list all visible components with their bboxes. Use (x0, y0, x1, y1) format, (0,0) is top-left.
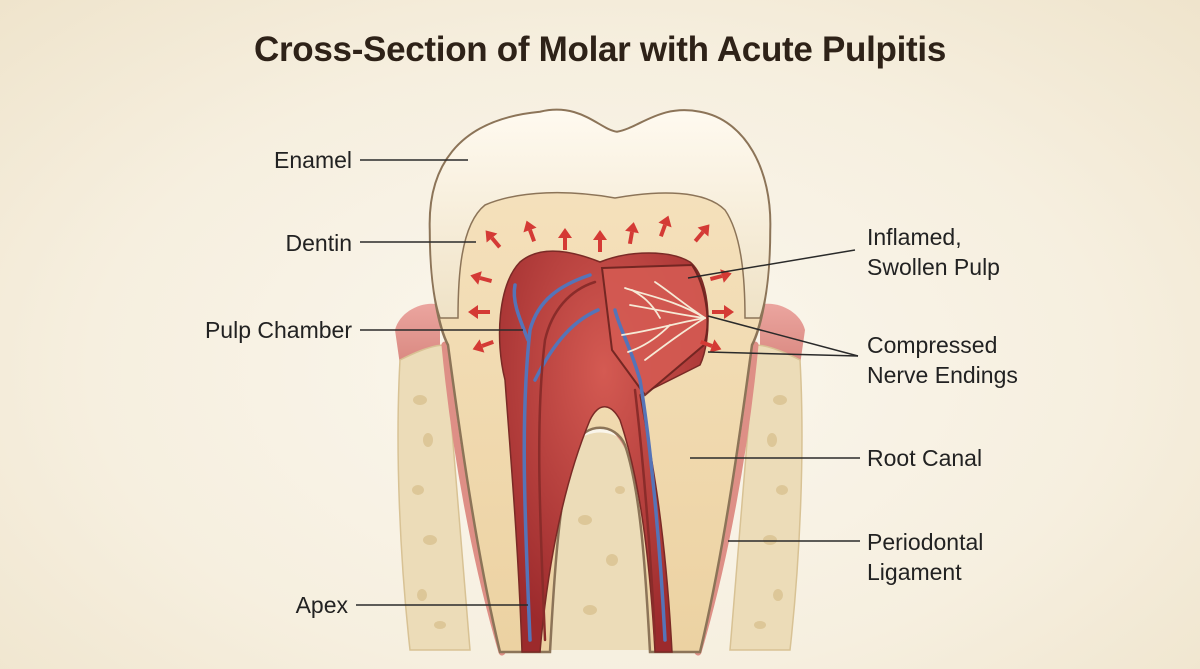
label-periodontal-ligament: Periodontal Ligament (867, 527, 983, 587)
label-inflamed-pulp-line2: Swollen Pulp (867, 254, 1000, 280)
label-compressed-nerves: Compressed Nerve Endings (867, 330, 1018, 390)
bone-middle (545, 432, 655, 650)
label-compressed-nerves-line2: Nerve Endings (867, 362, 1018, 388)
label-enamel: Enamel (274, 147, 352, 173)
page-title: Cross-Section of Molar with Acute Pulpit… (254, 30, 946, 69)
label-periodontal-ligament-line2: Ligament (867, 559, 962, 585)
leader-inflamed-pulp (687, 249, 856, 279)
label-inflamed-pulp-line1: Inflamed, (867, 224, 962, 250)
bone-pores (412, 395, 788, 629)
blood-vessels-red (537, 280, 657, 642)
nerve-endings (621, 281, 706, 361)
label-inflamed-pulp: Inflamed, Swollen Pulp (867, 222, 1000, 282)
leader-nerve-2 (707, 351, 859, 357)
enamel (429, 109, 771, 319)
label-periodontal-ligament-line1: Periodontal (867, 529, 984, 555)
label-pulp-chamber: Pulp Chamber (204, 317, 352, 343)
bone-right (729, 344, 803, 651)
label-root-canal: Root Canal (867, 445, 983, 471)
cutaway-panel (600, 263, 709, 397)
leader-lines (356, 159, 860, 606)
label-compressed-nerves-line1: Compressed (867, 332, 998, 358)
bone-left (397, 344, 471, 651)
label-dentin: Dentin (285, 230, 352, 256)
label-apex: Apex (295, 592, 348, 618)
leader-nerve-1 (707, 315, 859, 357)
